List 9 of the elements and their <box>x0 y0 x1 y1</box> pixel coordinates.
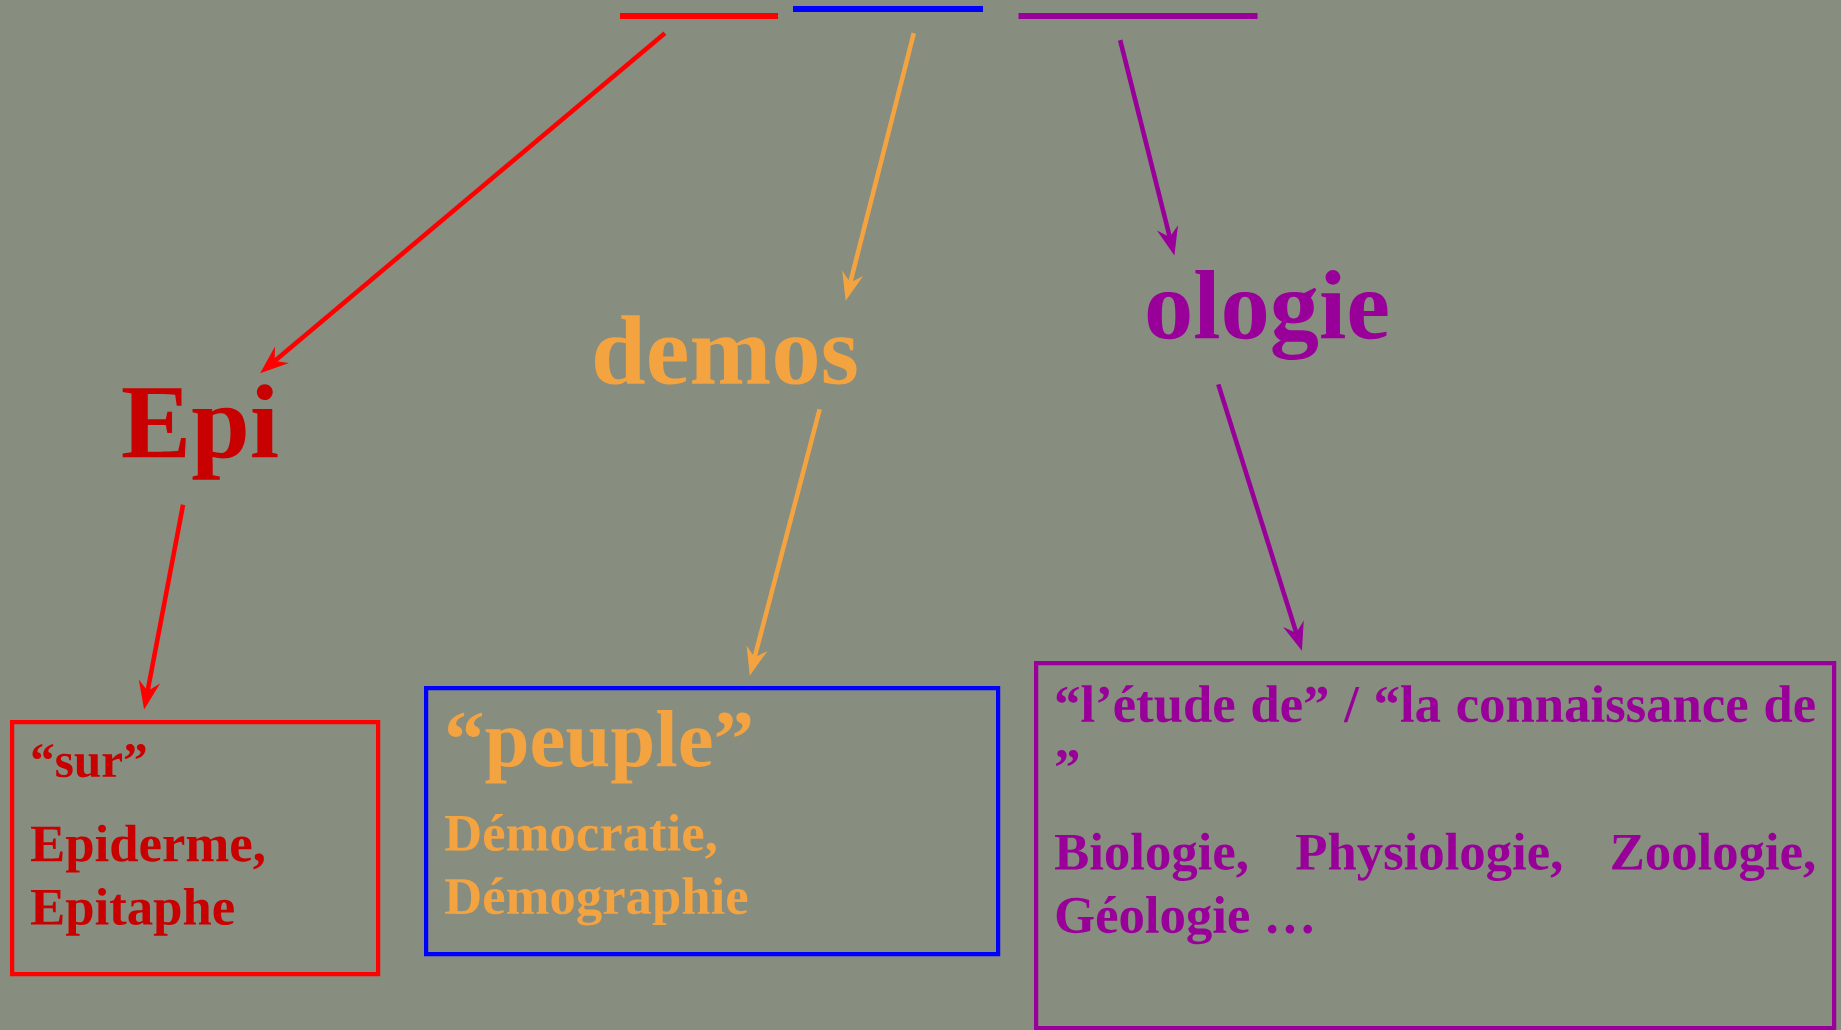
text-box: “sur” Epiderme, Epitaphe <box>10 720 381 977</box>
text-box: “peuple” Démocratie, Démographie <box>424 686 1001 957</box>
word-label: Epi <box>122 384 278 480</box>
text-box: “l’étude de” / “la connaissance de ” Biologie, Physiologie, Zoologie, Géologie … <box>1034 661 1837 1030</box>
underline-bar <box>620 13 778 19</box>
word-label: demos <box>595 315 857 385</box>
underline-bar <box>1018 13 1258 19</box>
underline-bar <box>793 6 983 12</box>
word-label: ologie <box>1147 270 1388 360</box>
